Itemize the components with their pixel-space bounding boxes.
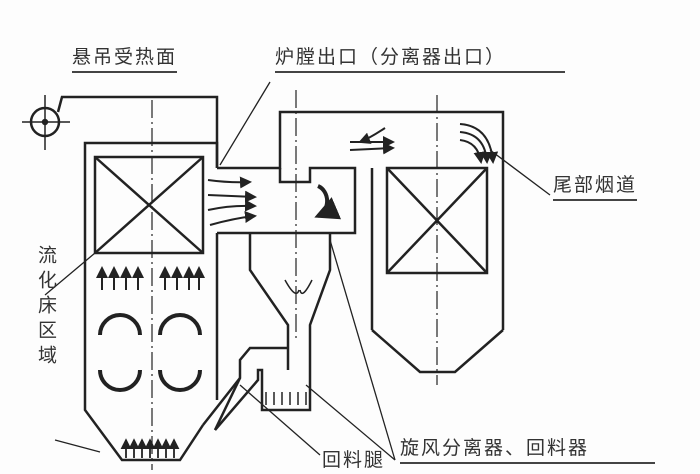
air-distributor-arrows <box>120 438 180 458</box>
loop-seal-return-leg <box>202 346 312 431</box>
label-return-leg: 回料腿 <box>322 445 385 474</box>
downflow-arrows <box>284 279 313 295</box>
leader-lines <box>44 81 551 461</box>
upflow-arrows <box>96 266 205 290</box>
label-cyclone-and-return: 旋风分离器、回料器 <box>400 433 655 464</box>
steam-drum <box>22 95 219 168</box>
label-furnace-outlet: 炉膛出口（分离器出口） <box>275 42 565 73</box>
tail-flue <box>371 95 504 385</box>
suspended-heating-surface <box>93 155 205 255</box>
cyclone-separator <box>207 90 505 390</box>
flue-gas-arrows <box>207 123 499 226</box>
furnace <box>83 100 219 470</box>
recirculation-arrows <box>98 313 202 392</box>
label-tail-flue: 尾部烟道 <box>553 170 638 201</box>
label-suspended-heating-surface: 悬吊受热面 <box>72 42 178 73</box>
label-fluidized-bed-zone: 流化床区域 <box>35 245 57 370</box>
